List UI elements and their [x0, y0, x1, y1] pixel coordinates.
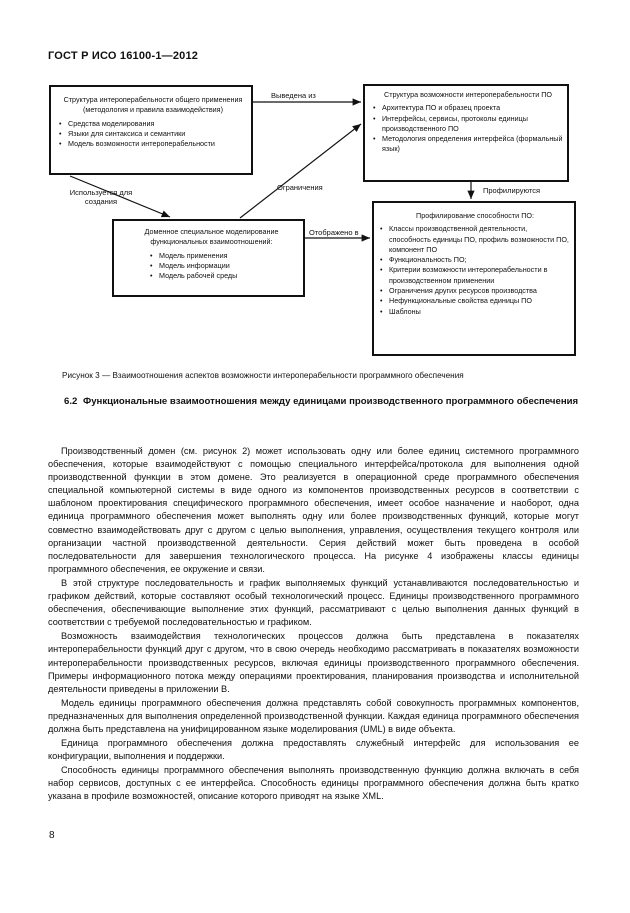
box-item: Критерии возможности интероперабельности…: [380, 265, 570, 286]
box-item: Нефункциональные свойства единицы ПО: [380, 296, 570, 307]
box-domain-modeling: Доменное специальное моделирование функц…: [112, 219, 305, 297]
page-number: 8: [49, 830, 55, 841]
box-item: Ограничения других ресурсов производства: [380, 286, 570, 297]
label-mapped: Отображено в: [309, 228, 359, 237]
document-header: ГОСТ Р ИСО 16100-1—2012: [48, 50, 199, 62]
arrow-constraints: [239, 123, 362, 219]
section-number: 6.2: [64, 396, 78, 407]
box-title: Структура интероперабельности общего при…: [63, 95, 243, 115]
section-heading: 6.2 Функциональные взаимоотношения между…: [64, 396, 594, 409]
box-title: Структура возможности интероперабельност…: [384, 90, 552, 99]
label-used: Используется для создания: [69, 188, 133, 206]
label-profiled: Профилируются: [483, 186, 541, 195]
box-item: Интерфейсы, сервисы, протоколы единицы п…: [373, 114, 563, 135]
box-general-interop-structure: Структура интероперабельности общего при…: [49, 85, 253, 175]
paragraph: В этой структуре последовательность и гр…: [48, 577, 579, 628]
box-item: Средства моделирования: [59, 119, 247, 130]
box-title: Профилирование способности ПО:: [416, 211, 534, 220]
paragraph: Единица программного обеспечения должна …: [48, 738, 579, 762]
label-derived: Выведена из: [271, 91, 316, 100]
box-item: Классы производственной деятельности, сп…: [380, 224, 570, 255]
box-item: Функциональность ПО;: [380, 255, 570, 266]
label-constraints: Ограничения: [277, 183, 323, 192]
box-item: Модель рабочей среды: [150, 271, 299, 282]
paragraph: Возможность взаимодействия технологическ…: [48, 631, 579, 694]
section-title: Функциональные взаимоотношения между еди…: [83, 396, 579, 407]
box-capability-profiling: Профилирование способности ПО: Классы пр…: [372, 201, 576, 356]
box-item: Шаблоны: [380, 307, 570, 318]
figure-caption: Рисунок 3 — Взаимоотношения аспектов воз…: [62, 371, 464, 380]
box-item: Модель применения: [150, 251, 299, 262]
arrow-used: [69, 175, 171, 218]
box-item: Архитектура ПО и образец проекта: [373, 103, 563, 114]
box-item: Методология определения интерфейса (форм…: [373, 134, 563, 155]
box-item: Модель возможности интероперабельности: [59, 139, 247, 150]
box-title: Доменное специальное моделирование функц…: [144, 227, 279, 247]
box-software-interop-structure: Структура возможности интероперабельност…: [363, 84, 569, 182]
paragraph: Способность единицы программного обеспеч…: [48, 765, 579, 802]
paragraph: Производственный домен (см. рисунок 2) м…: [48, 446, 579, 574]
box-item: Языки для синтаксиса и семантики: [59, 129, 247, 140]
body-text: Производственный домен (см. рисунок 2) м…: [48, 445, 579, 805]
paragraph: Модель единицы программного обеспечения …: [48, 697, 579, 734]
box-item: Модель информации: [150, 261, 299, 272]
